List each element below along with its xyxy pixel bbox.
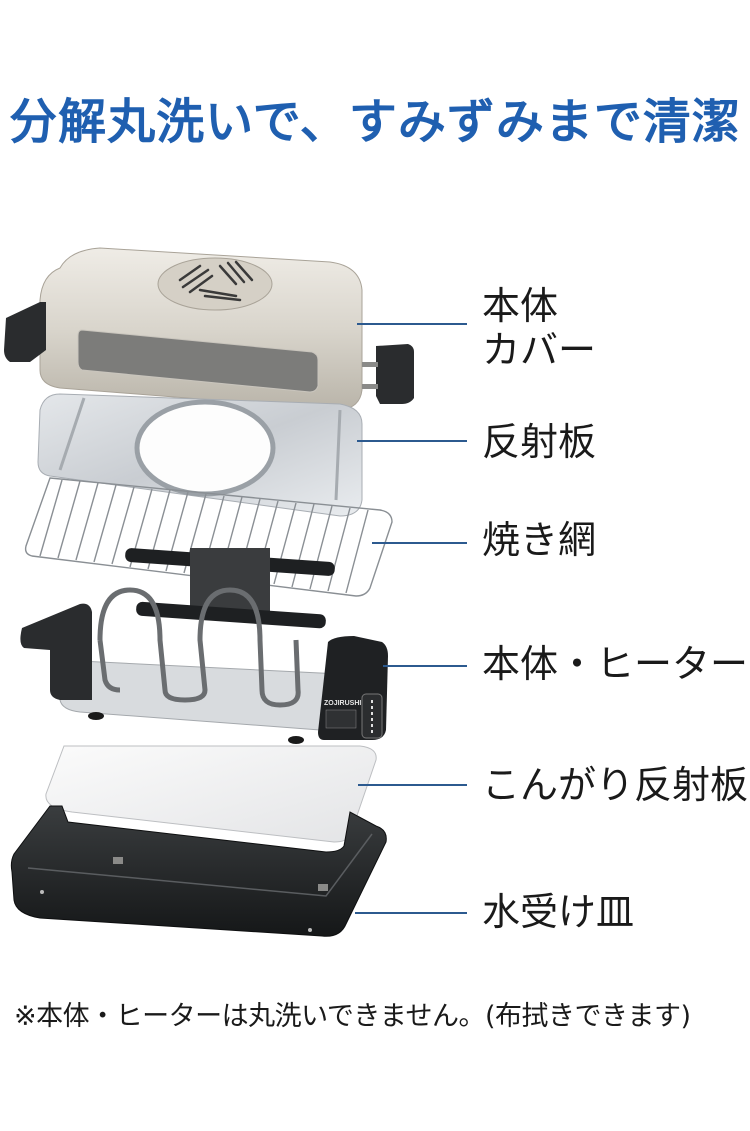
page-title: 分解丸洗いで、すみずみまで清潔 — [9, 94, 741, 150]
footnote: ※本体・ヒーターは丸洗いできません。(布拭きできます) — [14, 1001, 691, 1032]
leader-line-browning-reflector — [358, 784, 467, 786]
label-grill-net: 焼き網 — [482, 518, 597, 562]
reflector-part — [37, 393, 363, 517]
label-cover-line2: カバー — [482, 328, 597, 372]
cover-part — [4, 247, 414, 411]
label-heater: 本体・ヒーター — [482, 642, 749, 686]
label-cover: 本体 カバー — [482, 284, 596, 372]
drip-tray-part — [10, 805, 387, 937]
leader-line-reflector — [357, 440, 467, 442]
label-drip-tray: 水受け皿 — [482, 890, 635, 934]
label-browning-reflector: こんがり反射板 — [482, 763, 749, 807]
brand-mark: ZOJIRUSHI — [324, 700, 361, 707]
exploded-product-illustration: ZOJIRUSHI — [4, 247, 414, 937]
heater-part: ZOJIRUSHI — [20, 548, 388, 744]
leader-line-heater — [383, 665, 467, 667]
leader-line-grill-net — [372, 542, 467, 544]
leader-line-drip-tray — [355, 912, 467, 914]
label-reflector: 反射板 — [482, 420, 597, 464]
label-cover-line1: 本体 — [482, 284, 559, 328]
browning-reflector-part — [45, 745, 377, 843]
leader-line-cover — [357, 323, 467, 325]
